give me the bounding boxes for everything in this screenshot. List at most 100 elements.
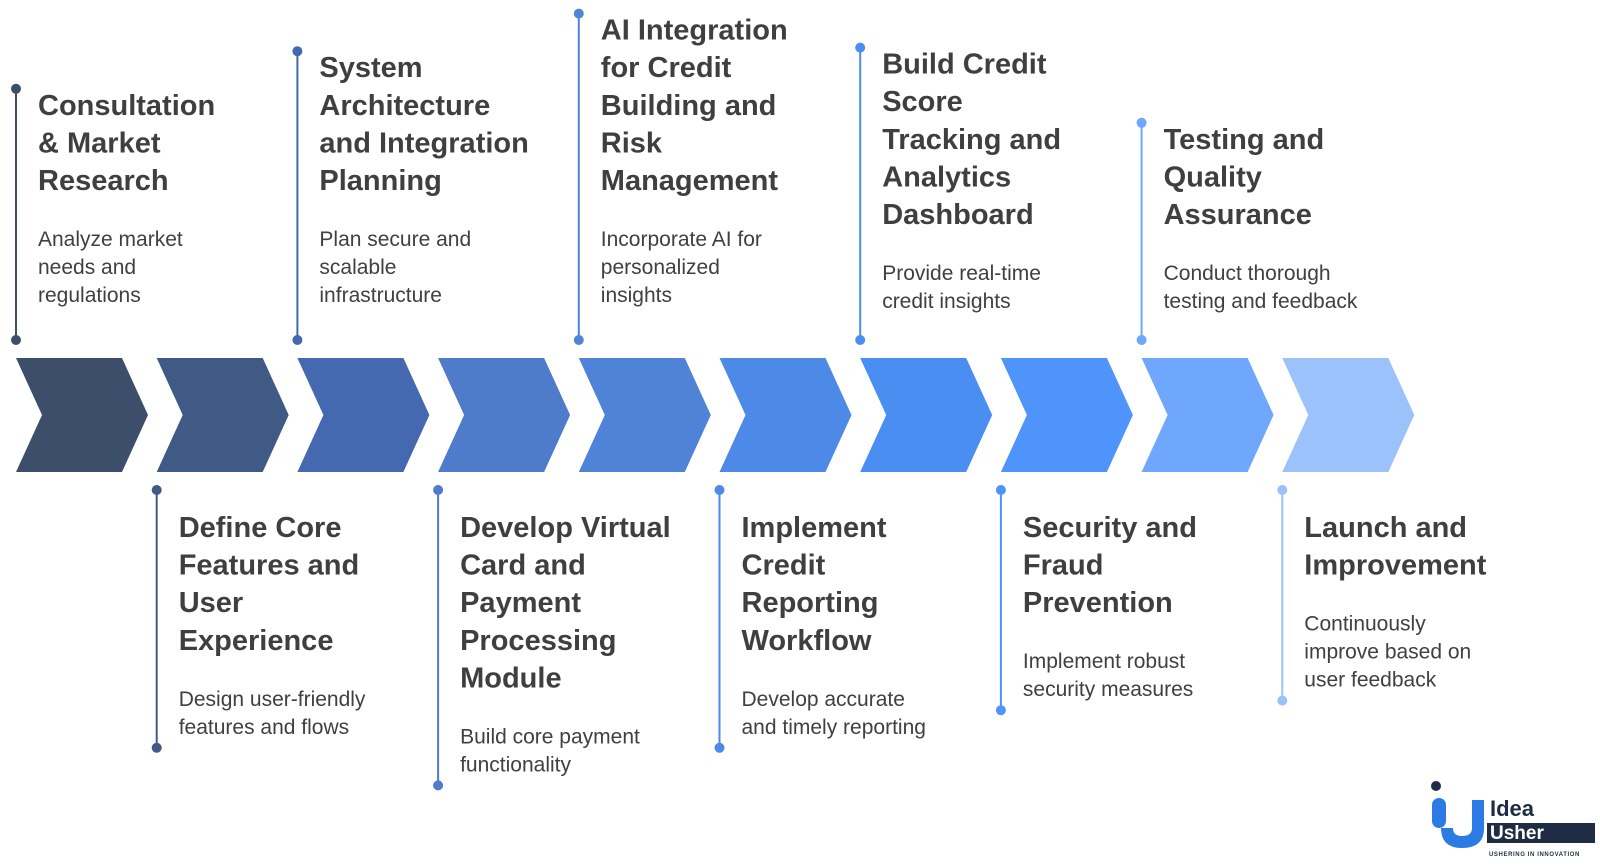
step-title-line: Build Credit: [882, 49, 1047, 81]
step-title-line: Card and: [460, 550, 586, 582]
step-title-line: User: [179, 587, 244, 619]
idea-usher-logo: Idea Usher USHERING IN INNOVATION: [1431, 781, 1595, 858]
step-title-line: Reporting: [742, 587, 879, 619]
step-description-line: credit insights: [882, 290, 1010, 313]
step-title-line: Analytics: [882, 161, 1011, 193]
step-title-line: Management: [601, 165, 779, 197]
step-description-line: Continuously: [1304, 613, 1426, 636]
step-title-line: Planning: [319, 165, 441, 197]
step-title-line: Prevention: [1023, 587, 1173, 619]
step-description: Design user-friendly features and flows: [179, 688, 366, 739]
connector-dot-end: [1277, 695, 1288, 706]
step-description-line: Implement robust: [1023, 650, 1185, 673]
step-title-line: Security and: [1023, 512, 1197, 544]
step-description-line: insights: [601, 284, 672, 307]
chevron-1: [16, 358, 148, 472]
step-description-line: and timely reporting: [742, 716, 926, 739]
step-description-line: scalable: [319, 256, 396, 279]
connector-dot-start: [292, 46, 303, 57]
step-description-line: features and flows: [179, 716, 349, 739]
connector-dot-start: [855, 42, 866, 53]
step-title-line: Tracking and: [882, 124, 1061, 156]
connector-dot-start: [995, 485, 1006, 495]
step-description-line: user feedback: [1304, 669, 1436, 692]
step-title-line: Consultation: [38, 90, 215, 122]
step-title-line: AI Integration: [601, 15, 788, 47]
step-title-line: Assurance: [1164, 199, 1312, 231]
step-title-line: Dashboard: [882, 199, 1033, 231]
logo-tagline: USHERING IN INNOVATION: [1489, 852, 1580, 858]
connector-dot-end: [433, 780, 444, 791]
step-title-line: Testing and: [1164, 124, 1325, 156]
logo-mark-dot: [1431, 781, 1441, 791]
logo-mark-u: [1441, 800, 1484, 848]
connector-dot-start: [151, 485, 162, 495]
step-description-line: improve based on: [1304, 641, 1471, 664]
step-description-line: security measures: [1023, 678, 1193, 701]
connector-dot-end: [573, 335, 584, 345]
step-description-line: Provide real-time: [882, 262, 1041, 285]
step-title-line: Features and: [179, 550, 360, 582]
step-title-line: Launch and: [1304, 512, 1467, 544]
step-title-line: Processing: [460, 625, 616, 657]
step-title-line: Payment: [460, 587, 581, 619]
connector-dot-end: [714, 742, 725, 753]
step-description: Provide real-time credit insights: [882, 262, 1041, 313]
step-title-line: Score: [882, 86, 963, 118]
step-title-line: for Credit: [601, 52, 732, 84]
connector-dot-start: [433, 485, 444, 495]
step-description-line: infrastructure: [319, 284, 442, 307]
step-description: Build core payment functionality: [460, 725, 640, 776]
connector-dot-end: [995, 705, 1006, 716]
step-description-line: Conduct thorough: [1164, 262, 1331, 285]
chevron-3: [297, 358, 430, 472]
step-title-line: & Market: [38, 127, 161, 159]
chevron-10: [1282, 358, 1415, 472]
step-description-line: functionality: [460, 753, 571, 776]
step-description-line: regulations: [38, 284, 141, 307]
step-description-line: Build core payment: [460, 725, 640, 748]
chevron-8: [1000, 358, 1133, 472]
step-description-line: Develop accurate: [742, 688, 905, 711]
step-description-line: Design user-friendly: [179, 688, 366, 711]
step-title-line: Credit: [742, 550, 826, 582]
step-title-line: Architecture: [319, 90, 490, 122]
step-description-line: Incorporate AI for: [601, 228, 762, 251]
step-title-line: Develop Virtual: [460, 512, 671, 544]
chevron-2: [156, 358, 289, 472]
chevron-4: [438, 358, 571, 472]
chevron-row: [16, 358, 1415, 472]
step-description-line: testing and feedback: [1164, 290, 1358, 313]
step-title-line: Quality: [1164, 161, 1262, 193]
connector-dot-end: [855, 335, 866, 345]
connector-dot-start: [1277, 485, 1288, 495]
step-description: Implement robust security measures: [1023, 650, 1193, 701]
logo-word-idea: Idea: [1490, 796, 1535, 821]
step-description: Develop accurate and timely reporting: [742, 688, 926, 739]
step-title-line: Improvement: [1304, 550, 1486, 582]
logo-mark-left: [1432, 798, 1446, 828]
chevron-5: [578, 358, 711, 472]
connector-dot-end: [292, 335, 303, 345]
step-description: Continuously improve based on user feedbac…: [1304, 613, 1471, 692]
step-title-line: Module: [460, 662, 561, 694]
step-title-line: Research: [38, 165, 169, 197]
connector-dot-start: [11, 83, 21, 94]
